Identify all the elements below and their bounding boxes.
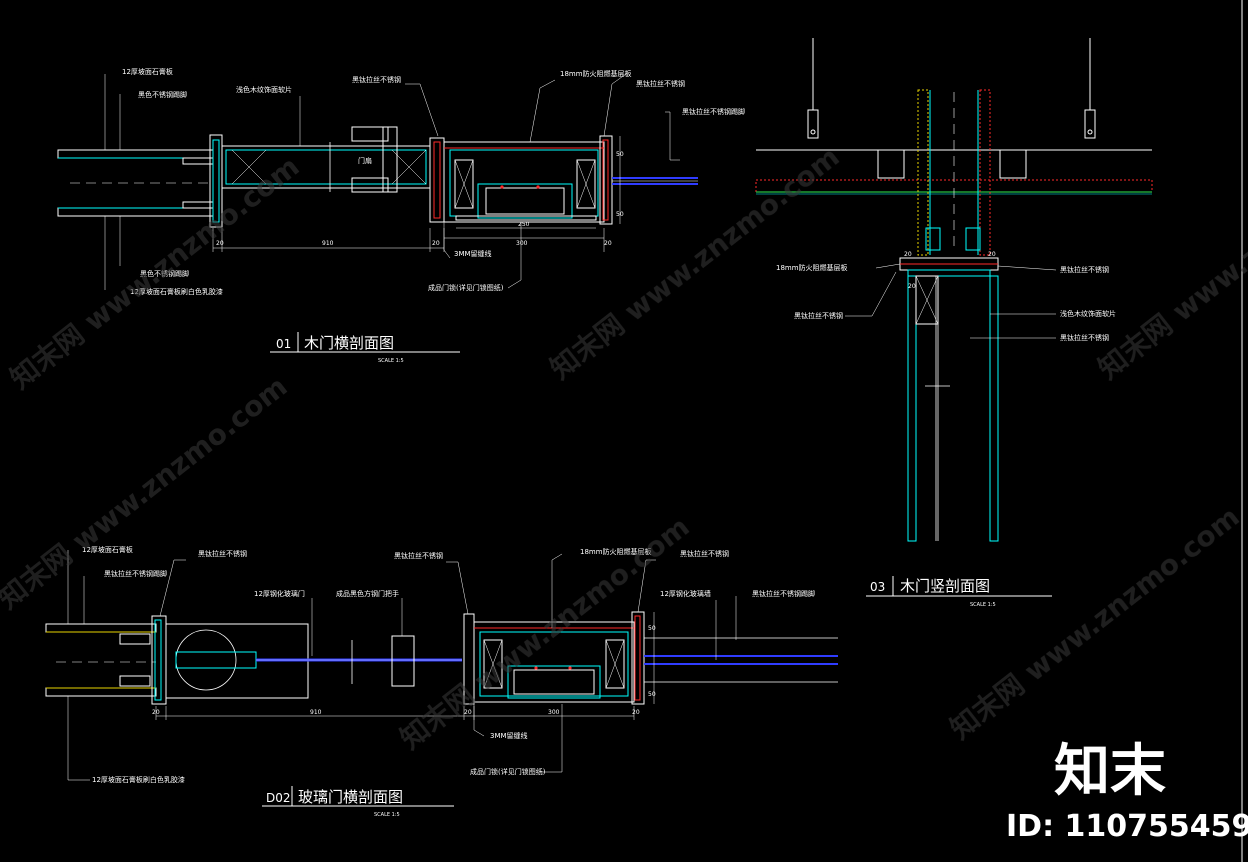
d02-dimensions [155, 612, 655, 720]
d02-note-glass-wall: 12厚钢化玻璃墙 [660, 589, 711, 598]
door-jamb [429, 135, 698, 225]
drawing-01: 20 910 20 300 250 20 50 50 门扇 12厚坡面石膏板 黑… [57, 67, 745, 364]
note-stainless-top: 黑色不锈钢踢脚 [138, 90, 187, 99]
d02-note-fire-board: 18mm防火阻燃基层板 [580, 547, 652, 556]
d02-leaders [67, 550, 737, 781]
drawing-d02: 20 910 20 300 20 50 50 12厚坡面石膏板 黑钛拉丝不锈钢踢… [45, 545, 838, 818]
dim-20-right: 20 [604, 240, 612, 247]
d02-jamb [463, 611, 838, 705]
note-03-brushed-c: 黑钛拉丝不锈钢 [1060, 333, 1109, 342]
image-id-label: ID: 1107554590 [1006, 809, 1248, 844]
d02-note-brushed-skirting-right: 黑钛拉丝不锈钢踢脚 [752, 589, 815, 598]
note-gap: 3MM留缝线 [454, 249, 492, 258]
d02-dim-300: 300 [548, 709, 560, 716]
note-brushed-right: 黑钛拉丝不锈钢 [636, 79, 685, 88]
note-03-fire-board: 18mm防火阻燃基层板 [776, 263, 848, 272]
d02-note-glass-door: 12厚钢化玻璃门 [254, 589, 305, 598]
dim-910: 910 [322, 240, 334, 247]
drawing-01-scale: SCALE 1:5 [378, 358, 404, 364]
d02-note-brushed-skirting: 黑钛拉丝不锈钢踢脚 [104, 569, 167, 578]
drawing-d02-title: 玻璃门横剖面图 [298, 788, 403, 806]
d02-dim-50-top: 50 [648, 625, 656, 632]
note-stone-top: 12厚坡面石膏板 [122, 67, 173, 76]
d02-dim-50-bottom: 50 [648, 691, 656, 698]
drawing-01-title-block: 01 木门横剖面图 SCALE 1:5 [270, 332, 460, 364]
vertical-wall-section [899, 89, 999, 542]
dim-20-left: 20 [216, 240, 224, 247]
drawing-d02-title-block: D02 玻璃门横剖面图 SCALE 1:5 [262, 786, 454, 818]
note-wood-veneer: 浅色木纹饰面软片 [236, 85, 292, 94]
note-brushed-left: 黑钛拉丝不锈钢 [352, 75, 401, 84]
d02-note-stone-bottom: 12厚坡面石膏板刷白色乳胶漆 [92, 775, 185, 784]
d02-glass-door [165, 623, 462, 699]
brand-logo: 知末 [1054, 739, 1166, 804]
drawing-03-number: 03 [870, 580, 885, 594]
drawing-03-title-block: 03 木门竖剖面图 SCALE 1:5 [866, 576, 1052, 608]
drawing-d02-scale: SCALE 1:5 [374, 812, 400, 818]
drawing-01-number: 01 [276, 337, 291, 351]
dim-300: 300 [516, 240, 528, 247]
d02-note-handle: 成品黑色方钢门把手 [336, 589, 399, 598]
note-03-brushed-a: 黑钛拉丝不锈钢 [794, 311, 843, 320]
d02-dim-20-mid: 20 [464, 709, 472, 716]
d02-dim-910: 910 [310, 709, 322, 716]
dim-50-bottom: 50 [616, 211, 624, 218]
d02-note-brushed-right: 黑钛拉丝不锈钢 [680, 549, 729, 558]
dim-20-mid: 20 [432, 240, 440, 247]
door-leaf-label: 门扇 [358, 156, 372, 165]
note-03-wood-veneer: 浅色木纹饰面软片 [1060, 309, 1116, 318]
drawing-03-title: 木门竖剖面图 [900, 577, 990, 595]
note-stainless-bottom: 黑色不锈钢踢脚 [140, 269, 189, 278]
drawing-03: 20 20 20 18mm防火阻燃基层板 黑钛拉丝不锈钢 黑钛拉丝不锈钢 浅色木… [755, 38, 1153, 608]
note-fire-board: 18mm防火阻燃基层板 [560, 69, 632, 78]
note-brushed-skirting: 黑钛拉丝不锈钢踢脚 [682, 107, 745, 116]
drawing-01-title: 木门横剖面图 [304, 334, 394, 352]
dim-250: 250 [518, 221, 530, 228]
d02-left-wall [45, 615, 167, 705]
d02-dim-20-right: 20 [632, 709, 640, 716]
drawing-d02-number: D02 [266, 791, 291, 805]
d02-note-stone-top: 12厚坡面石膏板 [82, 545, 133, 554]
dim-20-b: 20 [988, 251, 996, 258]
note-stone-bottom: 12厚坡面石膏板刷白色乳胶漆 [130, 287, 223, 296]
drawing-03-scale: SCALE 1:5 [970, 602, 996, 608]
dim-50-top: 50 [616, 151, 624, 158]
drawing-01-leaders [104, 73, 680, 290]
d02-note-brushed-mid: 黑钛拉丝不锈钢 [394, 551, 443, 560]
d02-dim-20-left: 20 [152, 709, 160, 716]
dim-20-a: 20 [904, 251, 912, 258]
drawing-01-dimensions [212, 136, 621, 252]
dim-20-c: 20 [908, 283, 916, 290]
note-03-brushed-b: 黑钛拉丝不锈钢 [1060, 265, 1109, 274]
d02-note-door-seal: 成品门锁(详见门锁图纸) [470, 767, 546, 776]
drawing-03-leaders [845, 263, 1057, 339]
note-door-seal: 成品门锁(详见门锁图纸) [428, 283, 504, 292]
d02-note-brushed-left: 黑钛拉丝不锈钢 [198, 549, 247, 558]
d02-note-gap: 3MM留缝线 [490, 731, 528, 740]
